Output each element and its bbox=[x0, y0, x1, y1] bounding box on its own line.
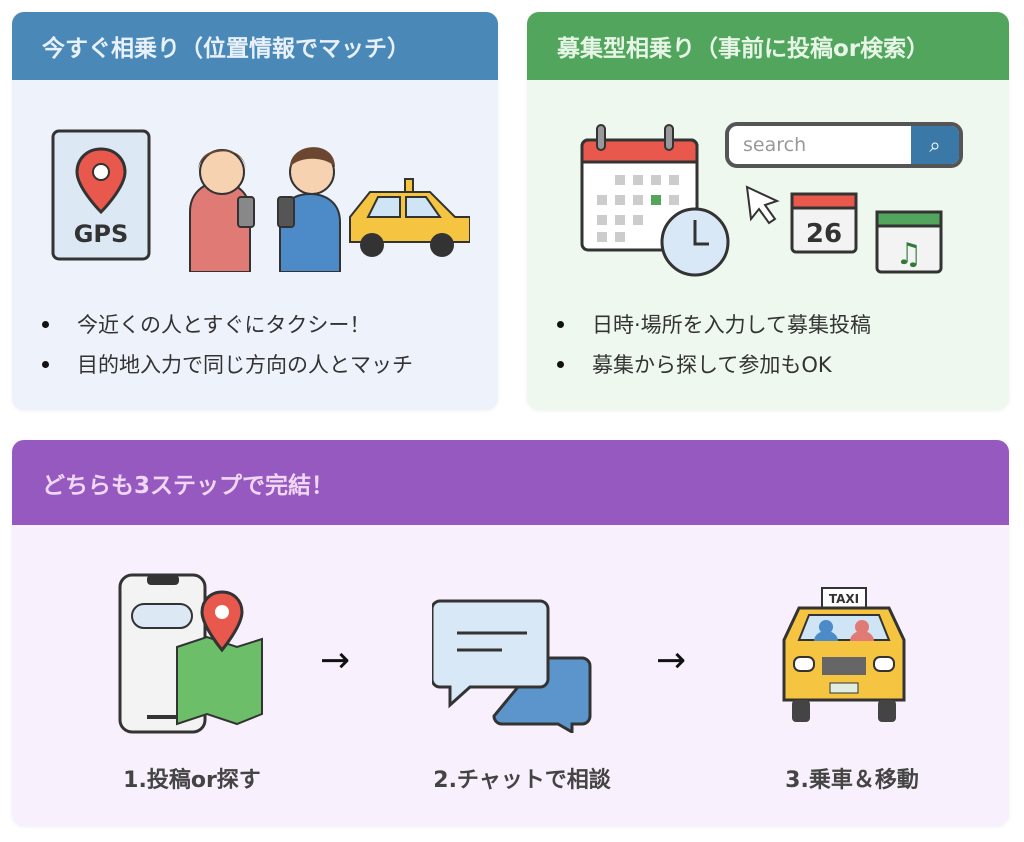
woman-icon bbox=[189, 149, 255, 272]
event-icons: 26 ♫ bbox=[745, 185, 943, 274]
phone-map-icon bbox=[118, 573, 263, 734]
calendar-day-icon: 26 bbox=[790, 192, 858, 254]
instant-ride-title: 今すぐ相乗り（位置情報でマッチ） bbox=[12, 12, 498, 80]
bullet-item: 目的地入力で同じ方向の人とマッチ bbox=[42, 344, 413, 384]
instant-ride-bullets: 今近くの人とすぐにタクシー！ 目的地入力で同じ方向の人とマッチ bbox=[42, 304, 413, 384]
cursor-icon bbox=[745, 185, 780, 225]
bullet-item: 日時·場所を入力して募集投稿 bbox=[557, 304, 871, 344]
gps-icon: GPS bbox=[51, 129, 151, 261]
music-calendar-icon: ♫ bbox=[875, 210, 943, 274]
scheduled-ride-title: 募集型相乗り（事前に投稿or検索） bbox=[527, 12, 1009, 80]
bullet-item: 募集から探して参加もOK bbox=[557, 344, 871, 384]
calendar-clock-icon bbox=[580, 124, 730, 277]
man-icon bbox=[277, 147, 341, 272]
bullet-item: 今近くの人とすぐにタクシー！ bbox=[42, 304, 413, 344]
svg-text:26: 26 bbox=[806, 219, 842, 249]
step-1-label: 1.投稿or探す bbox=[123, 768, 261, 793]
step-3-label: 3.乗車＆移動 bbox=[785, 768, 919, 793]
scheduled-ride-bullets: 日時·場所を入力して募集投稿 募集から探して参加もOK bbox=[557, 304, 871, 384]
chat-icon bbox=[432, 599, 592, 733]
svg-text:TAXI: TAXI bbox=[829, 592, 859, 606]
three-steps-card: どちらも3ステップで完結！ → → TAXI 1.投稿or探す 2.チャットで相… bbox=[12, 440, 1009, 826]
svg-text:GPS: GPS bbox=[74, 220, 129, 248]
arrow-icon: → bbox=[656, 640, 687, 681]
svg-text:♫: ♫ bbox=[896, 237, 923, 272]
search-icon[interactable]: ⌕ bbox=[911, 126, 959, 164]
scheduled-ride-card: 募集型相乗り（事前に投稿or検索） search ⌕ 26 ♫ 日時·場所を入力… bbox=[527, 12, 1009, 410]
taxi-icon: TAXI bbox=[782, 587, 906, 722]
arrow-icon: → bbox=[320, 640, 351, 681]
search-bar[interactable]: search ⌕ bbox=[725, 122, 963, 168]
taxi-car-icon bbox=[349, 178, 470, 257]
three-steps-title: どちらも3ステップで完結！ bbox=[12, 440, 1009, 525]
gps-people-taxi-illustration: GPS bbox=[51, 129, 470, 272]
search-placeholder: search bbox=[743, 134, 807, 156]
step-2-label: 2.チャットで相談 bbox=[433, 768, 611, 793]
instant-ride-card: 今すぐ相乗り（位置情報でマッチ） GPS 今近くの人とすぐにタクシー！ bbox=[12, 12, 498, 410]
